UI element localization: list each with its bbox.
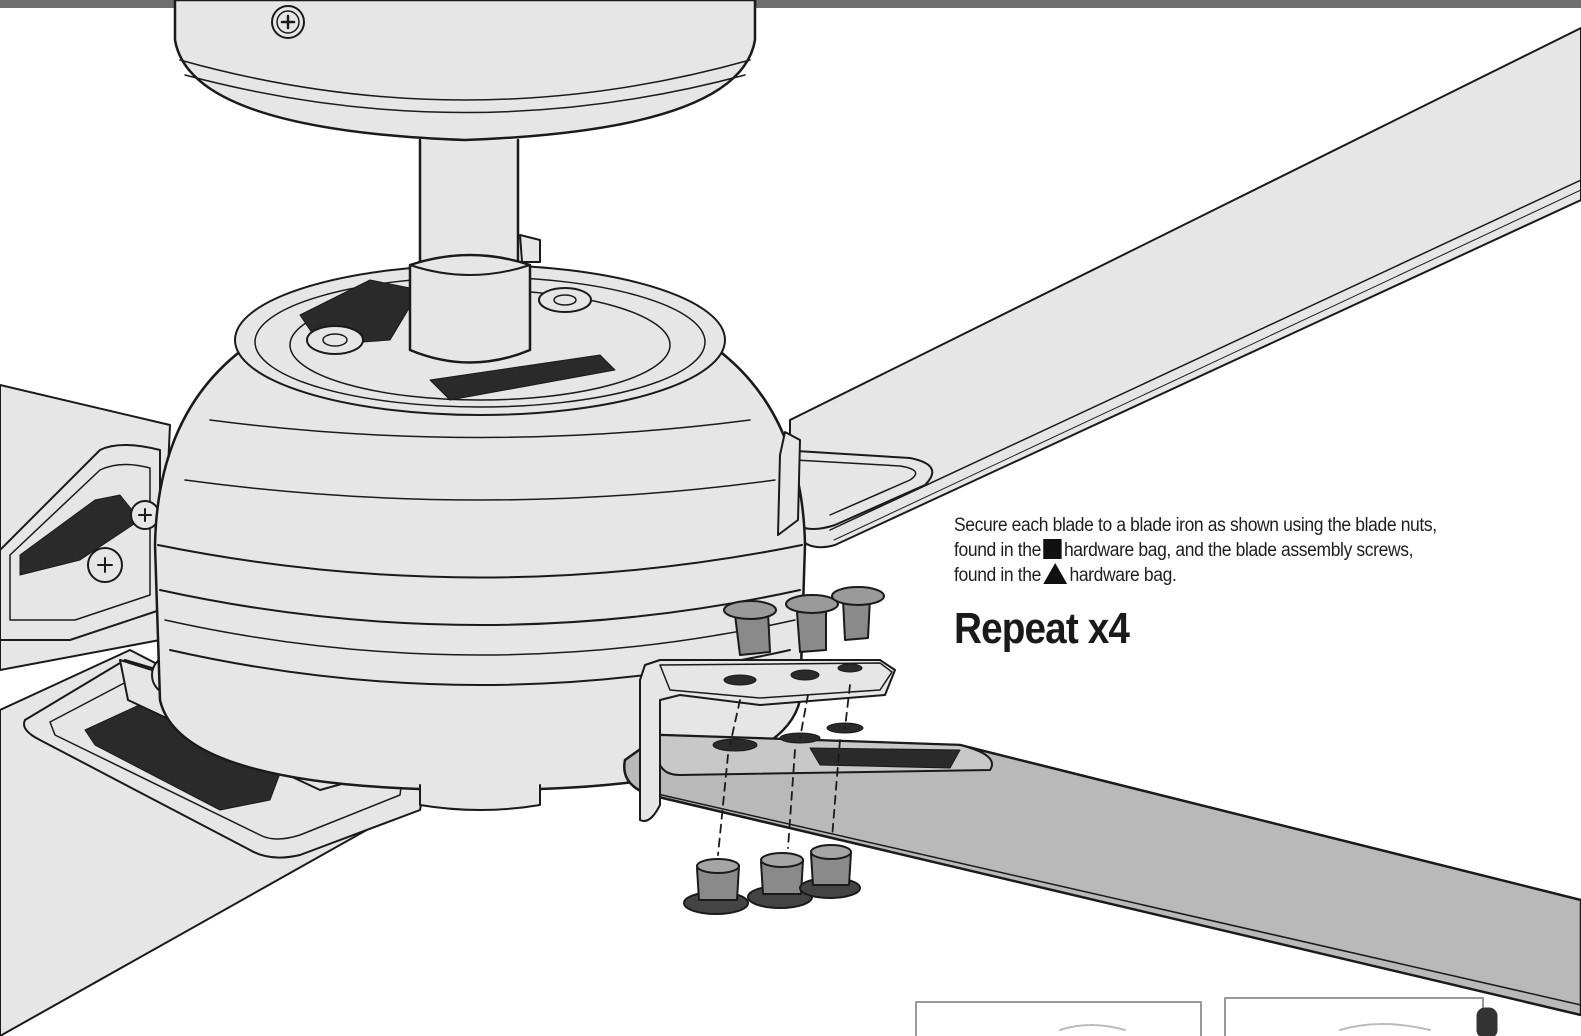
instruction-line-3: found in the hardware bag.	[954, 563, 1469, 588]
top-bar	[0, 0, 1581, 8]
instruction-line-3-prefix: found in the	[954, 565, 1041, 586]
thumbnail-frame-2	[1224, 997, 1484, 1036]
instruction-line-3-suffix: hardware bag.	[1069, 565, 1177, 586]
downrod	[418, 138, 520, 267]
instruction-text: Secure each blade to a blade iron as sho…	[954, 513, 1469, 588]
black-square-icon	[1042, 539, 1062, 559]
black-triangle-icon	[1042, 563, 1067, 584]
instruction-line-2-suffix: hardware bag, and the blade assembly scr…	[1063, 540, 1414, 561]
repeat-label: Repeat x4	[954, 604, 1130, 653]
instruction-line-2: found in the hardware bag, and the blade …	[954, 538, 1469, 563]
instruction-line-1: Secure each blade to a blade iron as sho…	[954, 515, 1437, 536]
canopy	[173, 0, 757, 142]
blade-nuts	[683, 844, 861, 915]
instruction-line-2-prefix: found in the	[954, 540, 1041, 561]
blade-assembly-screws	[723, 586, 885, 656]
thumbnail-frame-1	[915, 1001, 1202, 1036]
